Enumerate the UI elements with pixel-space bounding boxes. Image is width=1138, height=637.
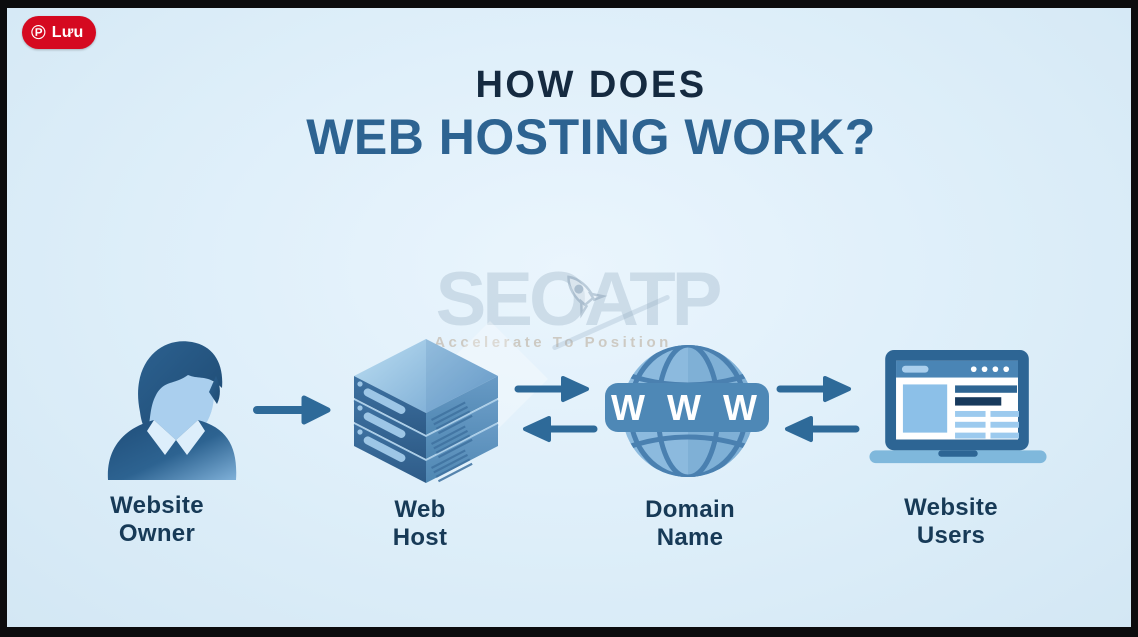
label-domain-name: Domain Name (645, 496, 735, 551)
person-icon (107, 341, 237, 480)
label-web-host: Web Host (392, 496, 448, 551)
pinterest-save-label: Lưu (51, 23, 84, 41)
title-line-2: WEB HOSTING WORK? (306, 109, 876, 165)
pinterest-save-button[interactable]: ℗ Lưu (22, 16, 97, 49)
double-arrow-icon (776, 376, 860, 442)
double-arrow-icon (514, 376, 598, 442)
server-stack-icon (353, 339, 499, 483)
watermark-logo-text: SEOATP (435, 257, 723, 342)
infographic-canvas: ℗ Lưu HOW DOES WEB HOSTING WORK? SEOATP … (7, 8, 1131, 627)
www-band-text: W W W (611, 387, 763, 428)
pinterest-logo-icon: ℗ (31, 21, 46, 44)
arrow-right-icon (253, 395, 331, 425)
label-website-users: Website Users (904, 494, 998, 549)
label-website-owner: Website Owner (110, 492, 204, 547)
globe-www-icon: W W W (605, 345, 769, 477)
watermark-rocket-icon (567, 275, 608, 319)
title-line-1: HOW DOES (475, 64, 707, 106)
page-title: HOW DOES WEB HOSTING WORK? (51, 62, 1131, 166)
laptop-browser-icon (869, 350, 1047, 464)
